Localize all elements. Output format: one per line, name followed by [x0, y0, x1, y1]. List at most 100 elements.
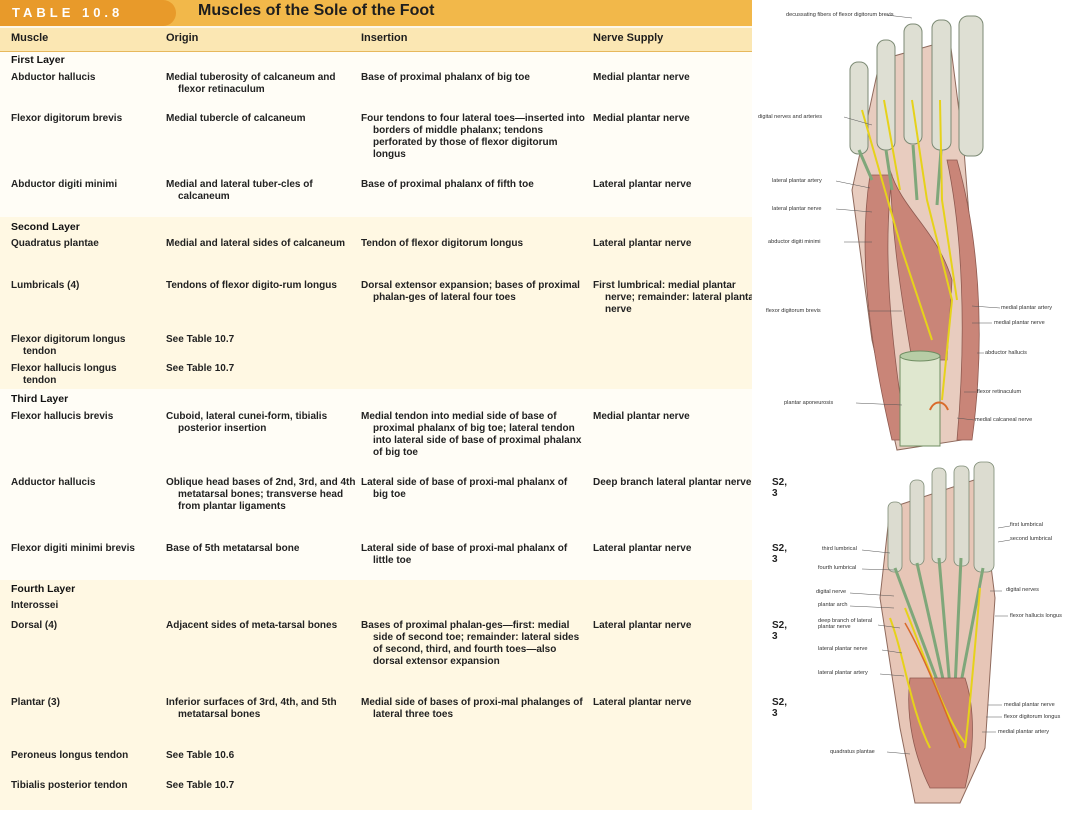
table-cell-insertion: Lateral side of base of proxi-mal phalan… — [361, 543, 568, 566]
table-cell-muscle: Flexor digiti minimi brevis — [11, 543, 135, 554]
table-cell-insertion: Medial side of bases of proxi-mal phalan… — [361, 697, 583, 720]
segment-value: S2, 3 — [772, 620, 788, 642]
table-cell-origin: See Table 10.7 — [166, 363, 235, 374]
label-medial-plantar-artery: medial plantar artery — [1001, 305, 1052, 311]
table-cell-insertion: Dorsal extensor expansion; bases of prox… — [361, 280, 580, 303]
table-cell-muscle: Quadratus plantae — [11, 238, 99, 249]
table-cell-muscle: Plantar (3) — [11, 697, 60, 708]
label-second-lumbrical: second lumbrical — [1010, 536, 1052, 542]
table-cell-nerve: Medial plantar nerve — [593, 72, 690, 83]
table-title: Muscles of the Sole of the Foot — [198, 2, 435, 19]
table-cell-origin: Medial tubercle of calcaneum — [166, 113, 306, 124]
layer-heading-second: Second Layer — [11, 221, 80, 233]
table-cell-muscle: Flexor hallucis longus tendon — [11, 363, 117, 386]
table-cell-nerve: Lateral plantar nerve — [593, 238, 692, 249]
band-first-layer — [0, 52, 752, 217]
segment-value: S2, 3 — [772, 543, 788, 565]
col-muscle: Muscle — [11, 32, 49, 44]
table-cell-origin: See Table 10.7 — [166, 334, 235, 345]
muscle-table: TABLE 10.8 Muscles of the Sole of the Fo… — [0, 0, 787, 810]
table-cell-origin: Medial and lateral sides of calcaneum — [166, 238, 345, 249]
table-cell-insertion: Medial tendon into medial side of base o… — [361, 411, 582, 458]
table-cell-insertion: Tendon of flexor digitorum longus — [361, 238, 524, 249]
label-medial-plantar-nerve: medial plantar nerve — [994, 320, 1045, 326]
table-cell-nerve: Lateral plantar nerve — [593, 543, 692, 554]
column-headers: Muscle Origin Insertion Nerve Supply — [0, 28, 752, 52]
table-label: TABLE 10.8 — [0, 0, 176, 26]
figure-superficial-sole: decussating fibers of flexor digitorum b… — [752, 0, 1080, 456]
table-cell-insertion: Base of proximal phalanx of big toe — [361, 72, 530, 83]
layer-heading-first: First Layer — [11, 54, 65, 66]
label-digital-nerves-arteries: digital nerves and arteries — [758, 114, 823, 120]
layer-heading-fourth: Fourth Layer — [11, 583, 76, 595]
label-digital-nerve: digital nerve — [816, 589, 847, 595]
table-cell-muscle: Flexor digitorum longus tendon — [11, 334, 126, 357]
label-medial-calcaneal-nerve: medial calcaneal nerve — [975, 417, 1033, 423]
segment-value: S2, 3 — [772, 477, 788, 499]
label-flexor-hallucis-longus: flexor hallucis longus — [1010, 613, 1062, 619]
label-lateral-plantar-nerve: lateral plantar nerve — [772, 206, 822, 212]
table-cell-origin: Base of 5th metatarsal bone — [166, 543, 300, 554]
table-cell-insertion: Four tendons to four lateral toes—insert… — [361, 113, 585, 160]
label-quadratus-plantae: quadratus plantae — [830, 749, 875, 755]
table-cell-nerve: Medial plantar nerve — [593, 411, 690, 422]
label-medial-plantar-nerve: medial plantar nerve — [1004, 702, 1055, 708]
label-plantar-arch: plantar arch — [818, 602, 848, 608]
table-cell-origin: Adjacent sides of meta-tarsal bones — [166, 620, 338, 631]
table-cell-muscle: Adductor hallucis — [11, 477, 96, 488]
table-cell-origin: See Table 10.6 — [166, 750, 235, 761]
table-cell-nerve: First lumbrical: medial plantar nerve; r… — [593, 280, 758, 315]
label-flexor-digitorum-longus: flexor digitorum longus — [1004, 714, 1061, 720]
label-medial-plantar-artery: medial plantar artery — [998, 729, 1049, 735]
label-first-lumbrical: first lumbrical — [1010, 522, 1043, 528]
table-cell-origin: Cuboid, lateral cunei-form, tibialis pos… — [166, 411, 328, 434]
label-lateral-plantar-artery: lateral plantar artery — [818, 670, 868, 676]
table-cell-nerve: Lateral plantar nerve — [593, 697, 692, 708]
table-cell-muscle: Peroneus longus tendon — [11, 750, 129, 761]
label-deep-branch: deep branch of lateral plantar nerve — [818, 618, 873, 630]
band-second-layer — [0, 217, 752, 389]
band-fourth-layer — [0, 580, 752, 810]
col-origin: Origin — [166, 32, 199, 44]
table-cell-origin: Medial and lateral tuber-cles of calcane… — [166, 179, 313, 202]
label-flexor-retinaculum: flexor retinaculum — [977, 389, 1022, 395]
foot-illustration-deep — [849, 461, 1011, 804]
col-insertion: Insertion — [361, 32, 408, 44]
segment-value: S2, 3 — [772, 697, 788, 719]
label-decussating-fibers: decussating fibers of flexor digitorum b… — [786, 12, 894, 18]
table-cell-muscle: Lumbricals (4) — [11, 280, 80, 291]
table-cell-nerve: Medial plantar nerve — [593, 113, 690, 124]
label-abductor-hallucis: abductor hallucis — [985, 350, 1027, 356]
foot-illustration-superficial — [835, 14, 1001, 451]
table-cell-insertion: Lateral side of base of proxi-mal phalan… — [361, 477, 568, 500]
label-fourth-lumbrical: fourth lumbrical — [818, 565, 857, 571]
label-lateral-plantar-artery: lateral plantar artery — [772, 178, 822, 184]
layer-heading-third: Third Layer — [11, 393, 69, 405]
label-digital-nerves: digital nerves — [1006, 587, 1039, 593]
table-cell-origin: Oblique head bases of 2nd, 3rd, and 4th … — [166, 477, 356, 512]
label-plantar-aponeurosis: plantar aponeurosis — [784, 400, 834, 406]
table-cell-origin: Tendons of flexor digito-rum longus — [166, 280, 337, 291]
label-lateral-plantar-nerve: lateral plantar nerve — [818, 646, 868, 652]
label-flexor-digitorum-brevis: flexor digitorum brevis — [766, 308, 821, 314]
table-cell-insertion: Bases of proximal phalan-ges—first: medi… — [361, 620, 580, 667]
table-cell-muscle: Tibialis posterior tendon — [11, 780, 128, 791]
table-cell-nerve: Deep branch lateral plantar nerve — [593, 477, 752, 488]
table-cell-muscle: Abductor digiti minimi — [11, 179, 118, 190]
col-nerve: Nerve Supply — [593, 32, 664, 44]
table-cell-muscle: Flexor digitorum brevis — [11, 113, 123, 124]
layer-subheading-interossei: Interossei — [11, 600, 59, 611]
table-cell-origin: See Table 10.7 — [166, 780, 235, 791]
band-third-layer — [0, 389, 752, 580]
table-cell-muscle: Abductor hallucis — [11, 72, 96, 83]
table-cell-muscle: Dorsal (4) — [11, 620, 58, 631]
table-header-bar: TABLE 10.8 Muscles of the Sole of the Fo… — [0, 0, 752, 26]
table-cell-nerve: Lateral plantar nerve — [593, 179, 692, 190]
table-cell-origin: Medial tuberosity of calcaneum and flexo… — [166, 72, 336, 95]
table-cell-nerve: Lateral plantar nerve — [593, 620, 692, 631]
table-cell-origin: Inferior surfaces of 3rd, 4th, and 5th m… — [166, 697, 337, 720]
label-third-lumbrical: third lumbrical — [822, 546, 857, 552]
label-abductor-digiti-minimi: abductor digiti minimi — [768, 239, 821, 245]
table-cell-muscle: Flexor hallucis brevis — [11, 411, 114, 422]
